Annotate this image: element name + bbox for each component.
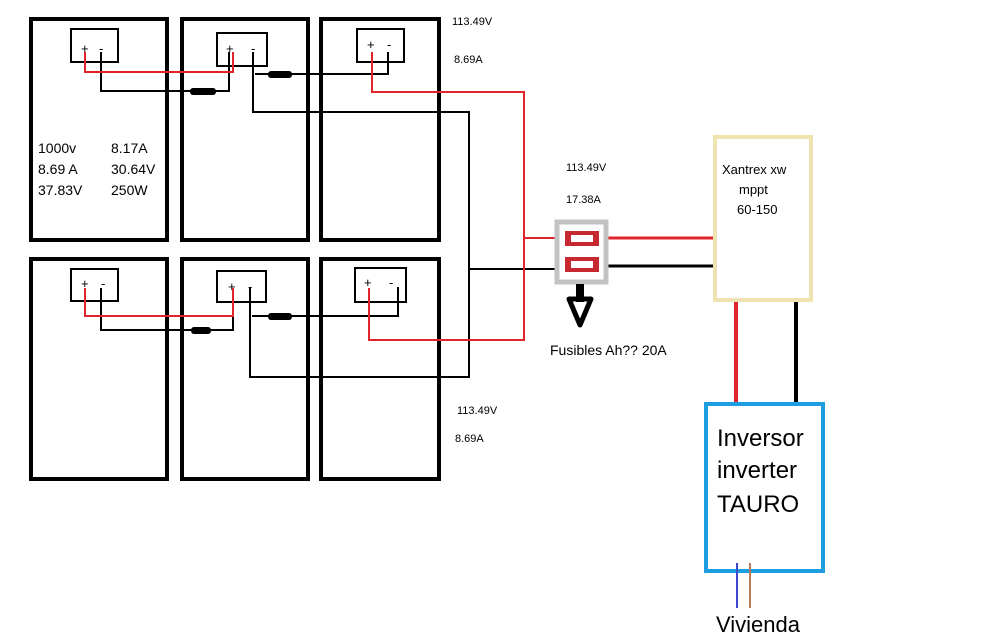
arrow-down-icon	[566, 284, 594, 328]
inverter-label: Inversor	[717, 425, 804, 452]
panel-spec-text: 250W	[111, 182, 148, 198]
panel-bottom-2	[180, 257, 310, 481]
string-bottom-voltage: 113.49V	[457, 405, 498, 417]
plus-sign: +	[81, 41, 89, 56]
fuse-positive-window	[571, 235, 593, 242]
controller-label: mppt	[739, 182, 768, 197]
mc4-connector	[191, 327, 211, 334]
minus-sign: -	[101, 276, 105, 291]
plus-sign: +	[364, 275, 372, 290]
minus-sign: -	[389, 275, 393, 290]
negative-wire	[252, 52, 470, 269]
negative-wire	[252, 287, 399, 317]
panel-spec-text: 8.17A	[111, 140, 148, 156]
positive-wire	[84, 288, 234, 317]
minus-sign: -	[251, 41, 255, 56]
negative-wire	[255, 52, 389, 75]
mc4-connector	[268, 313, 292, 320]
panel-spec-text: 8.69 A	[38, 161, 78, 177]
junction-boxes	[70, 28, 407, 303]
string-top-current: 8.69A	[454, 54, 483, 66]
controller-label: 60-150	[737, 202, 777, 217]
panel-top-2	[180, 17, 310, 242]
plus-sign: +	[81, 276, 89, 291]
charge-controller-box	[713, 135, 813, 302]
inverter-label: TAURO	[717, 491, 799, 518]
fuse-negative-window	[571, 261, 593, 268]
inverter-label: inverter	[717, 457, 797, 484]
minus-sign: -	[248, 279, 252, 294]
positive-wires	[84, 52, 566, 341]
junction-box-top-1	[70, 28, 119, 63]
controller-label: Xantrex xw	[722, 162, 787, 177]
combined-current: 17.38A	[566, 194, 602, 206]
fuses-label: Fusibles Ah?? 20A	[550, 342, 667, 358]
panel-top-1	[29, 17, 169, 242]
house-label: Vivienda	[716, 612, 801, 637]
mc4-connector	[268, 71, 292, 78]
positive-wire	[84, 52, 234, 73]
minus-sign: -	[99, 41, 103, 56]
minus-sign: -	[387, 37, 391, 52]
plus-sign: +	[228, 279, 236, 294]
junction-box-top-2	[216, 32, 268, 67]
inverter-box	[704, 402, 825, 573]
positive-wire	[368, 238, 525, 341]
string-bottom-current: 8.69A	[455, 433, 484, 445]
panel-spec-text: 30.64V	[111, 161, 156, 177]
panel-bottom-1	[29, 257, 169, 481]
string-top-voltage: 113.49V	[452, 16, 493, 28]
negative-wire	[249, 269, 470, 378]
mc4-connectors	[190, 71, 292, 334]
solar-panels	[29, 17, 441, 481]
junction-box-bottom-1	[70, 268, 119, 302]
positive-wire	[371, 52, 525, 238]
junction-box-top-3	[356, 28, 405, 63]
panel-spec-text: 37.83V	[38, 182, 83, 198]
panel-top-3	[319, 17, 441, 242]
mc4-connector	[190, 88, 216, 95]
panel-spec-text: 1000v	[38, 140, 76, 156]
junction-box-bottom-2	[216, 270, 267, 303]
negative-wires	[100, 52, 566, 378]
fuse-holder	[554, 219, 609, 285]
plus-sign: +	[226, 41, 234, 56]
panel-bottom-3	[319, 257, 441, 481]
combined-voltage: 113.49V	[566, 162, 607, 174]
plus-sign: +	[367, 37, 375, 52]
